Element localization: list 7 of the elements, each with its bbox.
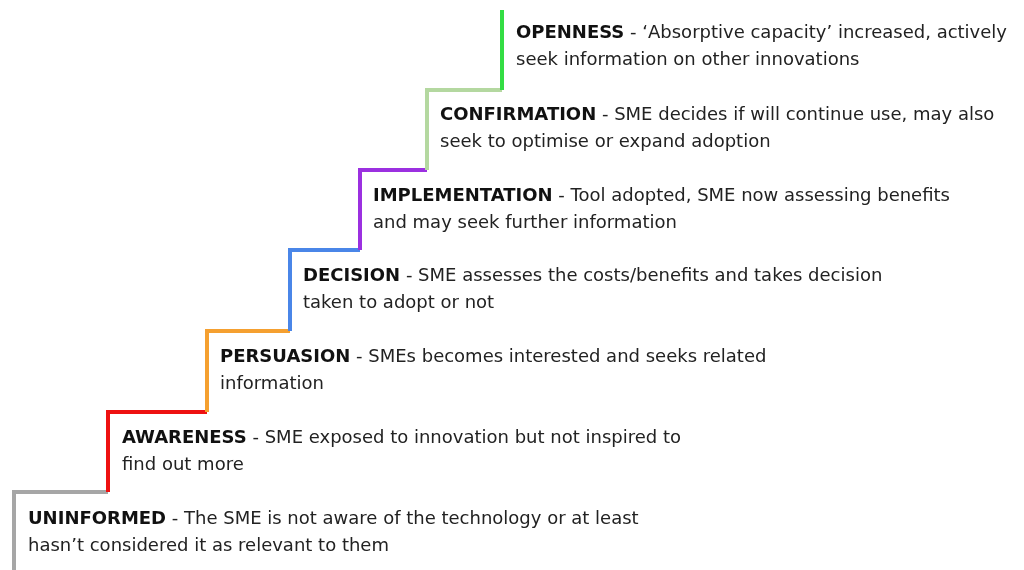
stage-description: IMPLEMENTATION - Tool adopted, SME now assessing benefits and may seek further information (373, 183, 951, 234)
stage-description: UNINFORMED - The SME is not aware of the technology or at least hasn’t considered it as relevant to them (28, 506, 640, 557)
stage-description: CONFIRMATION - SME decides if will continue use, may also seek to optimise or expand adoption (440, 102, 996, 153)
stage-description: PERSUASION - SMEs becomes interested and seeks related information (220, 344, 768, 395)
stage-description: OPENNESS - ‘Absorptive capacity’ increased, actively seek information on other innovations (516, 20, 1008, 71)
stage-description: AWARENESS - SME exposed to innovation but not inspired to find out more (122, 425, 682, 476)
stage-description: DECISION - SME assesses the costs/benefits and takes decision taken to adopt or not (303, 263, 884, 314)
